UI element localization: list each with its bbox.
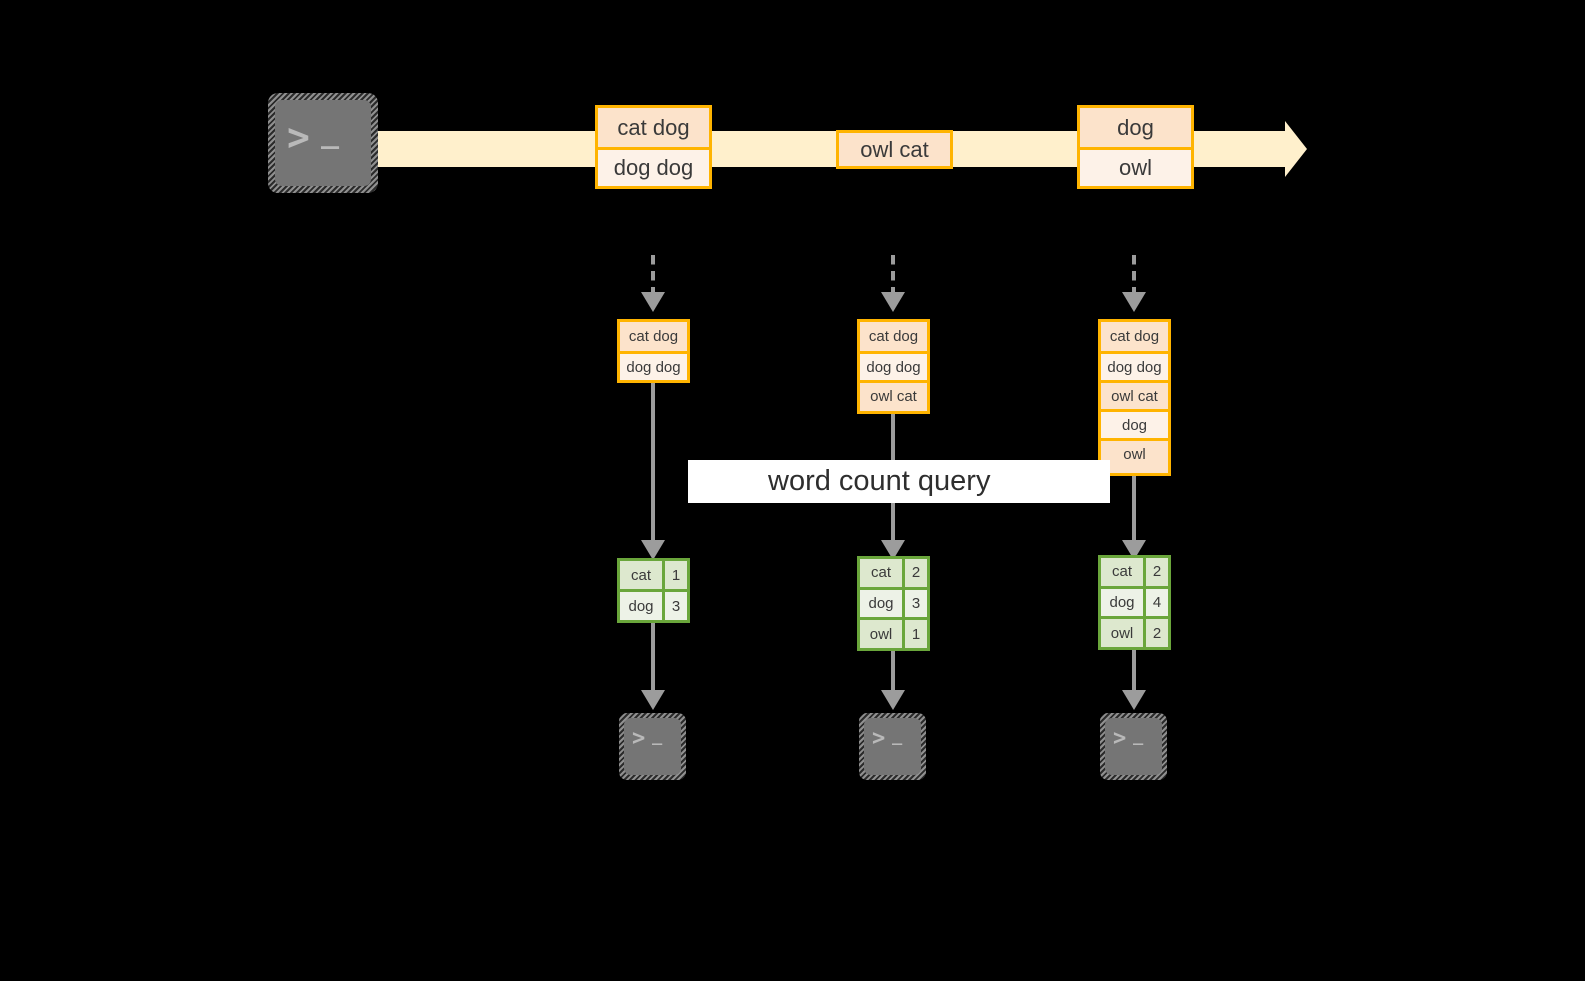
- stream-event-group-2: owl cat: [836, 130, 953, 169]
- terminal-prompt-icon: >: [632, 726, 646, 751]
- snapshot-input-line: cat dog: [620, 322, 687, 351]
- result-word: cat: [620, 561, 665, 589]
- sink-connector-arrowhead-2: [881, 690, 905, 710]
- query-connector-arrowhead-2: [881, 540, 905, 560]
- result-table-1: cat 1 dog 3: [617, 558, 690, 623]
- snapshot-connector-arrowhead-1: [641, 292, 665, 312]
- result-word: cat: [860, 559, 905, 587]
- source-terminal-icon[interactable]: > _: [268, 93, 378, 193]
- snapshot-connector-arrowhead-3: [1122, 292, 1146, 312]
- query-label-banner: word count query: [688, 460, 1110, 503]
- result-word: dog: [620, 592, 665, 620]
- snapshot-input-line: owl: [1101, 438, 1168, 467]
- snapshot-connector-arrowhead-2: [881, 292, 905, 312]
- sink-terminal-icon-2[interactable]: > _: [859, 713, 926, 780]
- result-count: 3: [665, 592, 687, 620]
- snapshot-input-2: cat dog dog dog owl cat: [857, 319, 930, 414]
- result-count: 2: [905, 559, 927, 587]
- snapshot-input-line: dog dog: [860, 351, 927, 380]
- result-word: dog: [1101, 588, 1146, 617]
- terminal-cursor-icon: _: [652, 726, 663, 746]
- sink-connector-2: [891, 651, 895, 693]
- result-word: owl: [1101, 619, 1146, 648]
- sink-connector-3: [1132, 650, 1136, 693]
- sink-terminal-body: > _: [864, 718, 921, 775]
- snapshot-connector-3: [1132, 255, 1136, 297]
- sink-connector-arrowhead-1: [641, 690, 665, 710]
- snapshot-connector-1: [651, 255, 655, 297]
- sink-terminal-body: > _: [1105, 718, 1162, 775]
- terminal-prompt-icon: >: [872, 726, 886, 751]
- snapshot-input-line: dog: [1101, 409, 1168, 438]
- snapshot-input-line: dog dog: [620, 351, 687, 380]
- result-count: 1: [905, 620, 927, 649]
- result-count: 4: [1146, 588, 1168, 617]
- stream-event-line: dog dog: [598, 147, 709, 186]
- stream-event-line: owl: [1080, 147, 1191, 186]
- snapshot-connector-2: [891, 255, 895, 297]
- query-connector-arrowhead-1: [641, 540, 665, 560]
- snapshot-input-1: cat dog dog dog: [617, 319, 690, 383]
- table-row: dog 3: [860, 586, 927, 618]
- source-terminal-body: > _: [275, 100, 371, 186]
- terminal-cursor-icon: _: [892, 726, 903, 746]
- query-connector-1: [651, 383, 655, 544]
- result-word: cat: [1101, 558, 1146, 586]
- result-table-3: cat 2 dog 4 owl 2: [1098, 555, 1171, 650]
- sink-terminal-icon-3[interactable]: > _: [1100, 713, 1167, 780]
- query-connector-3: [1132, 476, 1136, 544]
- result-word: dog: [860, 589, 905, 618]
- table-row: cat 2: [860, 559, 927, 587]
- table-row: owl 2: [1101, 616, 1168, 648]
- stream-event-line: cat dog: [598, 108, 709, 147]
- sink-terminal-body: > _: [624, 718, 681, 775]
- terminal-cursor-icon: _: [1133, 726, 1144, 746]
- stream-event-group-1: cat dog dog dog: [595, 105, 712, 189]
- sink-terminal-icon-1[interactable]: > _: [619, 713, 686, 780]
- table-row: dog 4: [1101, 585, 1168, 617]
- result-count: 3: [905, 589, 927, 618]
- result-count: 1: [665, 561, 687, 589]
- sink-connector-1: [651, 623, 655, 693]
- table-row: dog 3: [620, 589, 687, 620]
- stream-event-line: owl cat: [839, 133, 950, 166]
- terminal-prompt-icon: >: [1113, 726, 1127, 751]
- result-count: 2: [1146, 619, 1168, 648]
- snapshot-input-line: owl cat: [860, 380, 927, 410]
- result-count: 2: [1146, 558, 1168, 586]
- snapshot-input-line: cat dog: [1101, 322, 1168, 351]
- table-row: owl 1: [860, 617, 927, 649]
- snapshot-input-3: cat dog dog dog owl cat dog owl: [1098, 319, 1171, 476]
- table-row: cat 2: [1101, 558, 1168, 586]
- result-word: owl: [860, 620, 905, 649]
- terminal-prompt-icon: >: [287, 115, 310, 159]
- snapshot-input-line: owl cat: [1101, 380, 1168, 409]
- snapshot-input-line: cat dog: [860, 322, 927, 351]
- result-table-2: cat 2 dog 3 owl 1: [857, 556, 930, 651]
- table-row: cat 1: [620, 561, 687, 589]
- terminal-cursor-icon: _: [321, 115, 340, 150]
- query-label-text: word count query: [768, 465, 991, 497]
- stream-event-group-3: dog owl: [1077, 105, 1194, 189]
- sink-connector-arrowhead-3: [1122, 690, 1146, 710]
- stream-band-arrowhead: [1285, 121, 1307, 177]
- stream-event-line: dog: [1080, 108, 1191, 147]
- snapshot-input-line: dog dog: [1101, 351, 1168, 380]
